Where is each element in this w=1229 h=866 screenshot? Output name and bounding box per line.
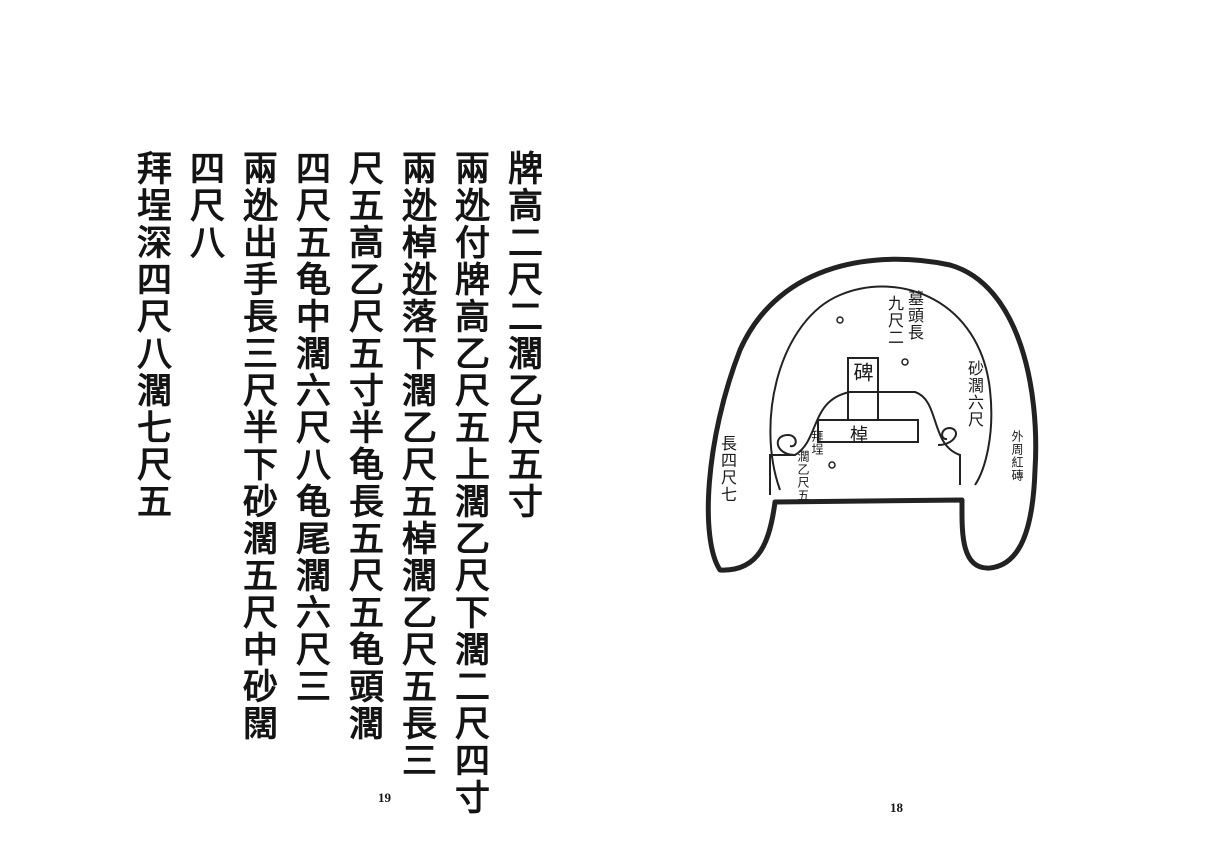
page-number-left: 19 [378,790,391,805]
label-table: 棹 [850,425,868,446]
label-length: 長四尺七 [718,435,737,503]
page-number-right: 18 [890,800,903,815]
text-column-6: 兩迯出手長三尺半下砂濶五尺中砂闊 [237,150,278,742]
text-column-2: 兩迯付牌高乙尺五上濶乙尺下濶二尺四寸 [449,150,490,816]
label-tomb-head-value: 九尺二 [885,295,904,346]
text-column-8: 拜埕深四尺八濶七尺五 [131,150,172,520]
tomb-diagram: 墓頭長 九尺二 碑 棹 砂濶六尺 外周紅磚 長四尺七 拜埕 濶乙尺五 [700,240,1040,585]
text-column-1: 牌高二尺二濶乙尺五寸 [502,150,543,520]
label-tomb-head: 墓頭長 [905,290,924,341]
label-outer-wall: 外周紅磚 [1010,430,1024,482]
label-sand-width: 砂濶六尺 [965,360,984,428]
vertical-text-block: 牌高二尺二濶乙尺五寸 兩迯付牌高乙尺五上濶乙尺下濶二尺四寸 兩迯棹迯落下濶乙尺五… [131,150,545,816]
label-altar-b: 濶乙尺五 [796,450,810,502]
text-column-7: 四尺八 [184,150,225,261]
label-altar-a: 拜埕 [810,430,824,456]
text-column-3: 兩迯棹迯落下濶乙尺五棹濶乙尺五長三 [396,150,437,779]
text-column-4: 尺五高乙尺五寸半龟長五尺五龟頭濶 [343,150,384,742]
label-stele: 碑 [850,362,874,383]
tomb-outline-drawing [705,256,1039,573]
text-column-5: 四尺五龟中濶六尺八龟尾濶六尺三 [290,150,331,705]
